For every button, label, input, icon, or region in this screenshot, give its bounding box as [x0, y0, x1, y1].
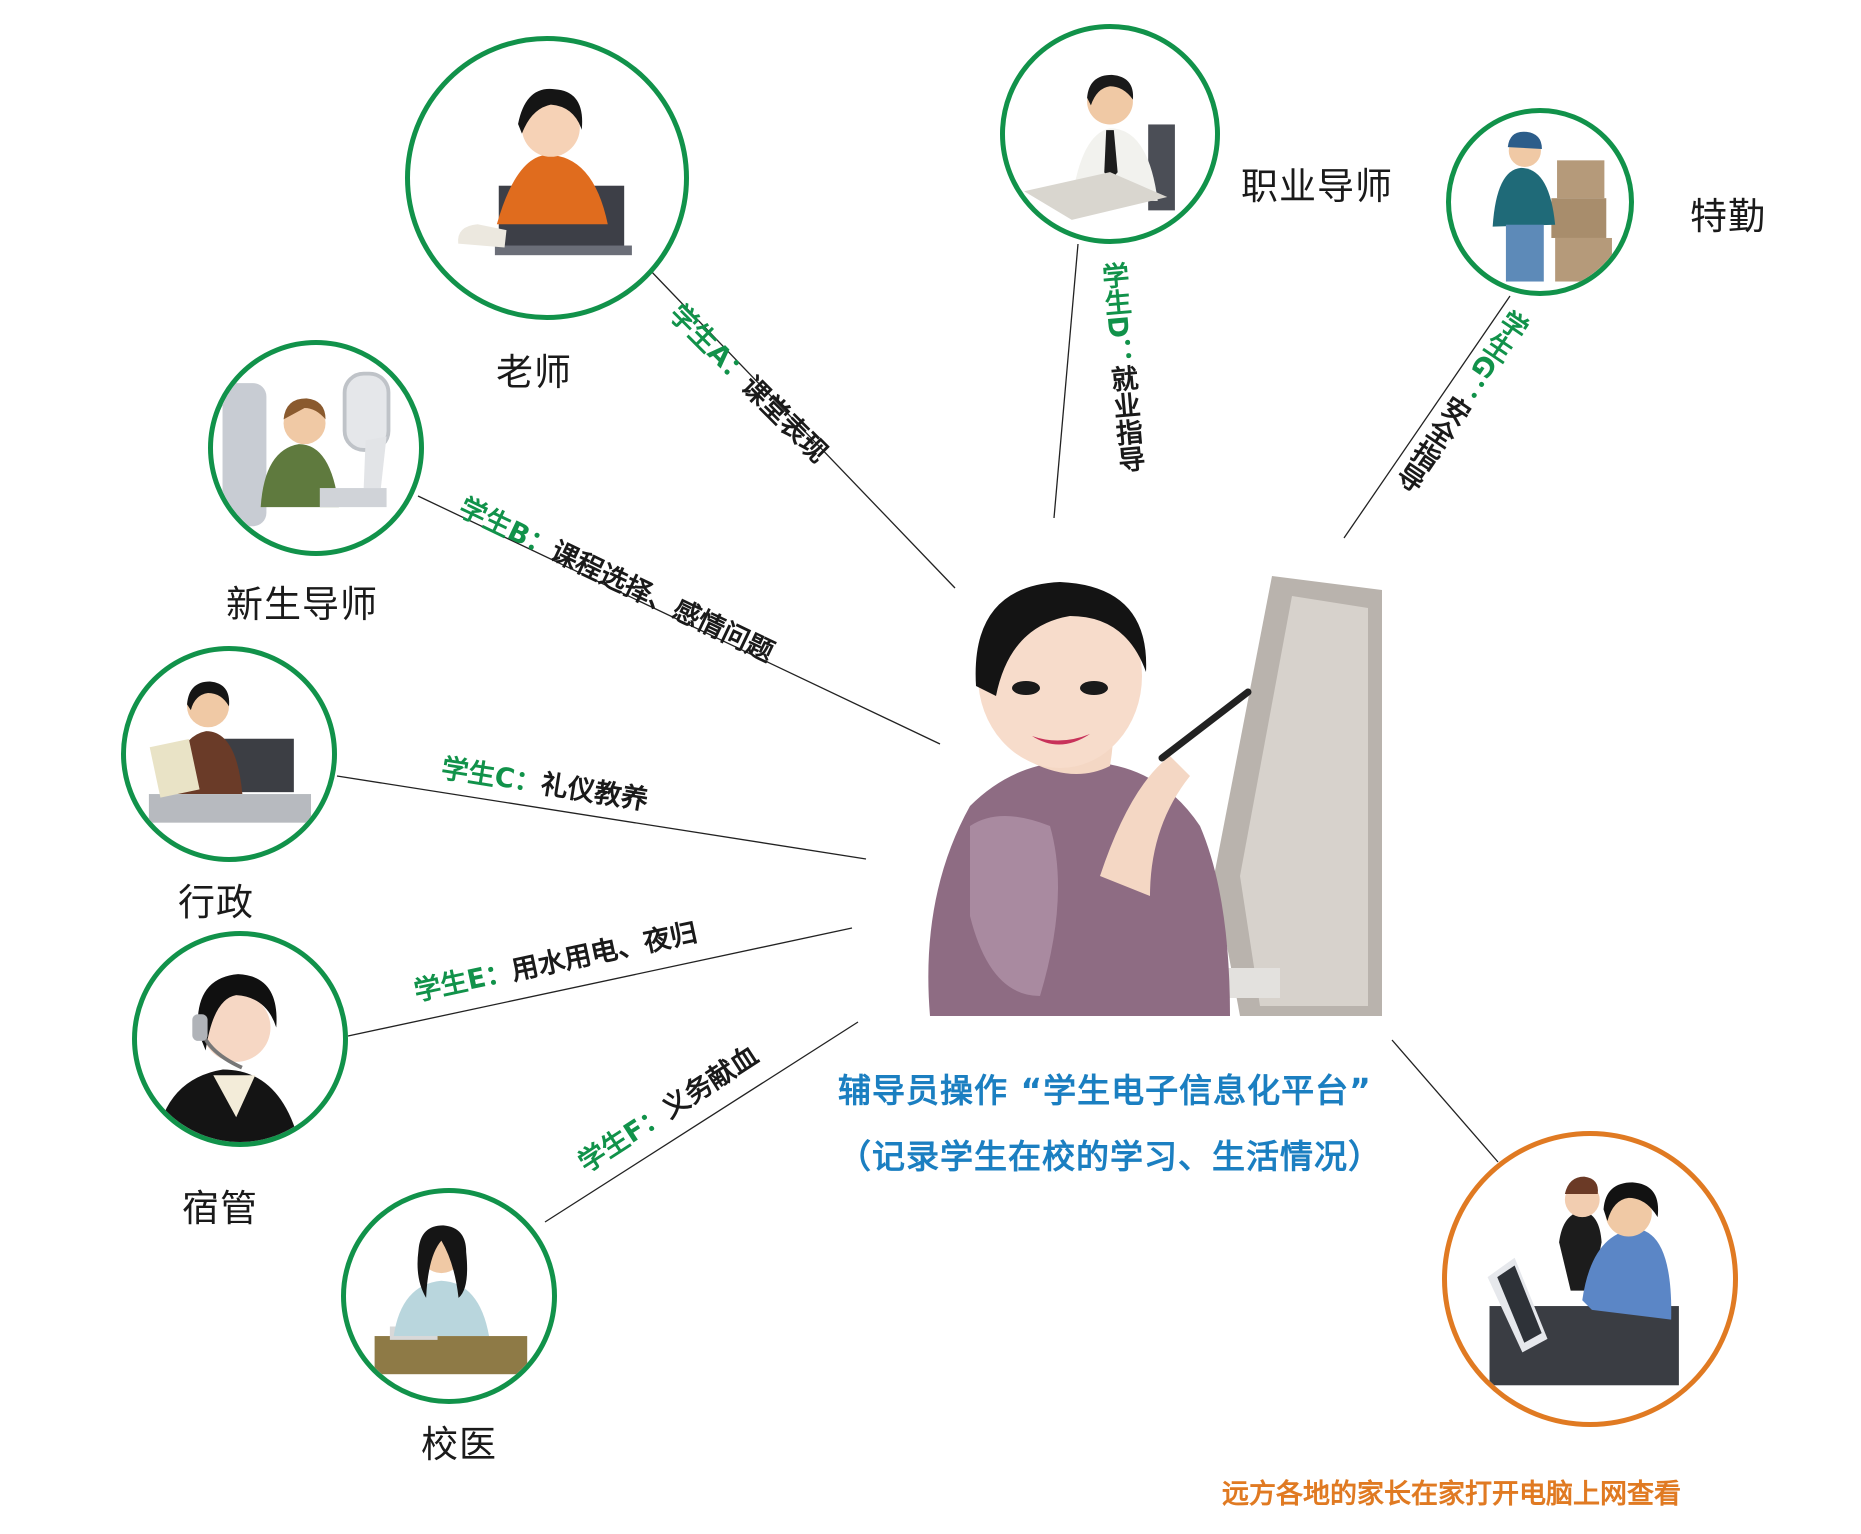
admin-avatar-circle: [121, 646, 337, 862]
career-mentor-avatar-circle: [1000, 24, 1220, 244]
student-d-topic: 就业指导: [1105, 363, 1146, 474]
connector-special-duty: [1343, 295, 1511, 539]
new-student-mentor-label: 新生导师: [226, 583, 378, 626]
parents-caption: 远方各地的家长在家打开电脑上网查看: [1222, 1479, 1681, 1510]
special-duty-avatar-circle: [1446, 108, 1634, 296]
new-student-mentor-avatar-circle: [208, 340, 424, 556]
dorm-manager-avatar-circle: [132, 931, 348, 1147]
connector-teacher: [647, 267, 956, 589]
school-doctor-label: 校医: [421, 1423, 497, 1466]
connector-career-mentor: [1053, 243, 1079, 519]
teacher-avatar-circle: [405, 36, 689, 320]
new-student-mentor-illustration: [222, 371, 391, 527]
platform-subcaption: （记录学生在校的学习、生活情况）: [838, 1137, 1382, 1176]
connector-dorm-manager: [347, 927, 853, 1037]
dorm-manager-label: 宿管: [182, 1187, 258, 1230]
connector-admin: [336, 775, 867, 860]
dorm-manager-illustration: [156, 974, 300, 1142]
connector-school-doctor: [544, 1021, 859, 1223]
counselor-at-computer-icon: [928, 576, 1382, 1016]
career-mentor-illustration: [1024, 74, 1175, 220]
parents-avatar-circle: [1442, 1131, 1738, 1427]
connector-parents: [1391, 1039, 1499, 1163]
school-doctor-illustration: [374, 1225, 528, 1375]
counselor-illustration: [900, 576, 1382, 1016]
admin-label: 行政: [178, 881, 254, 924]
student-d-tag: 学生D：: [1096, 260, 1136, 367]
special-duty-illustration: [1492, 131, 1612, 282]
school-doctor-avatar-circle: [341, 1188, 557, 1404]
special-duty-label: 特勤: [1690, 195, 1766, 238]
admin-illustration: [148, 681, 312, 823]
teacher-label: 老师: [496, 351, 572, 394]
career-mentor-label: 职业导师: [1241, 165, 1393, 208]
platform-caption: 辅导员操作 “学生电子信息化平台”: [838, 1071, 1372, 1110]
connector-new-student-mentor: [417, 495, 941, 745]
parents-illustration: [1487, 1176, 1679, 1386]
teacher-illustration: [458, 88, 632, 256]
